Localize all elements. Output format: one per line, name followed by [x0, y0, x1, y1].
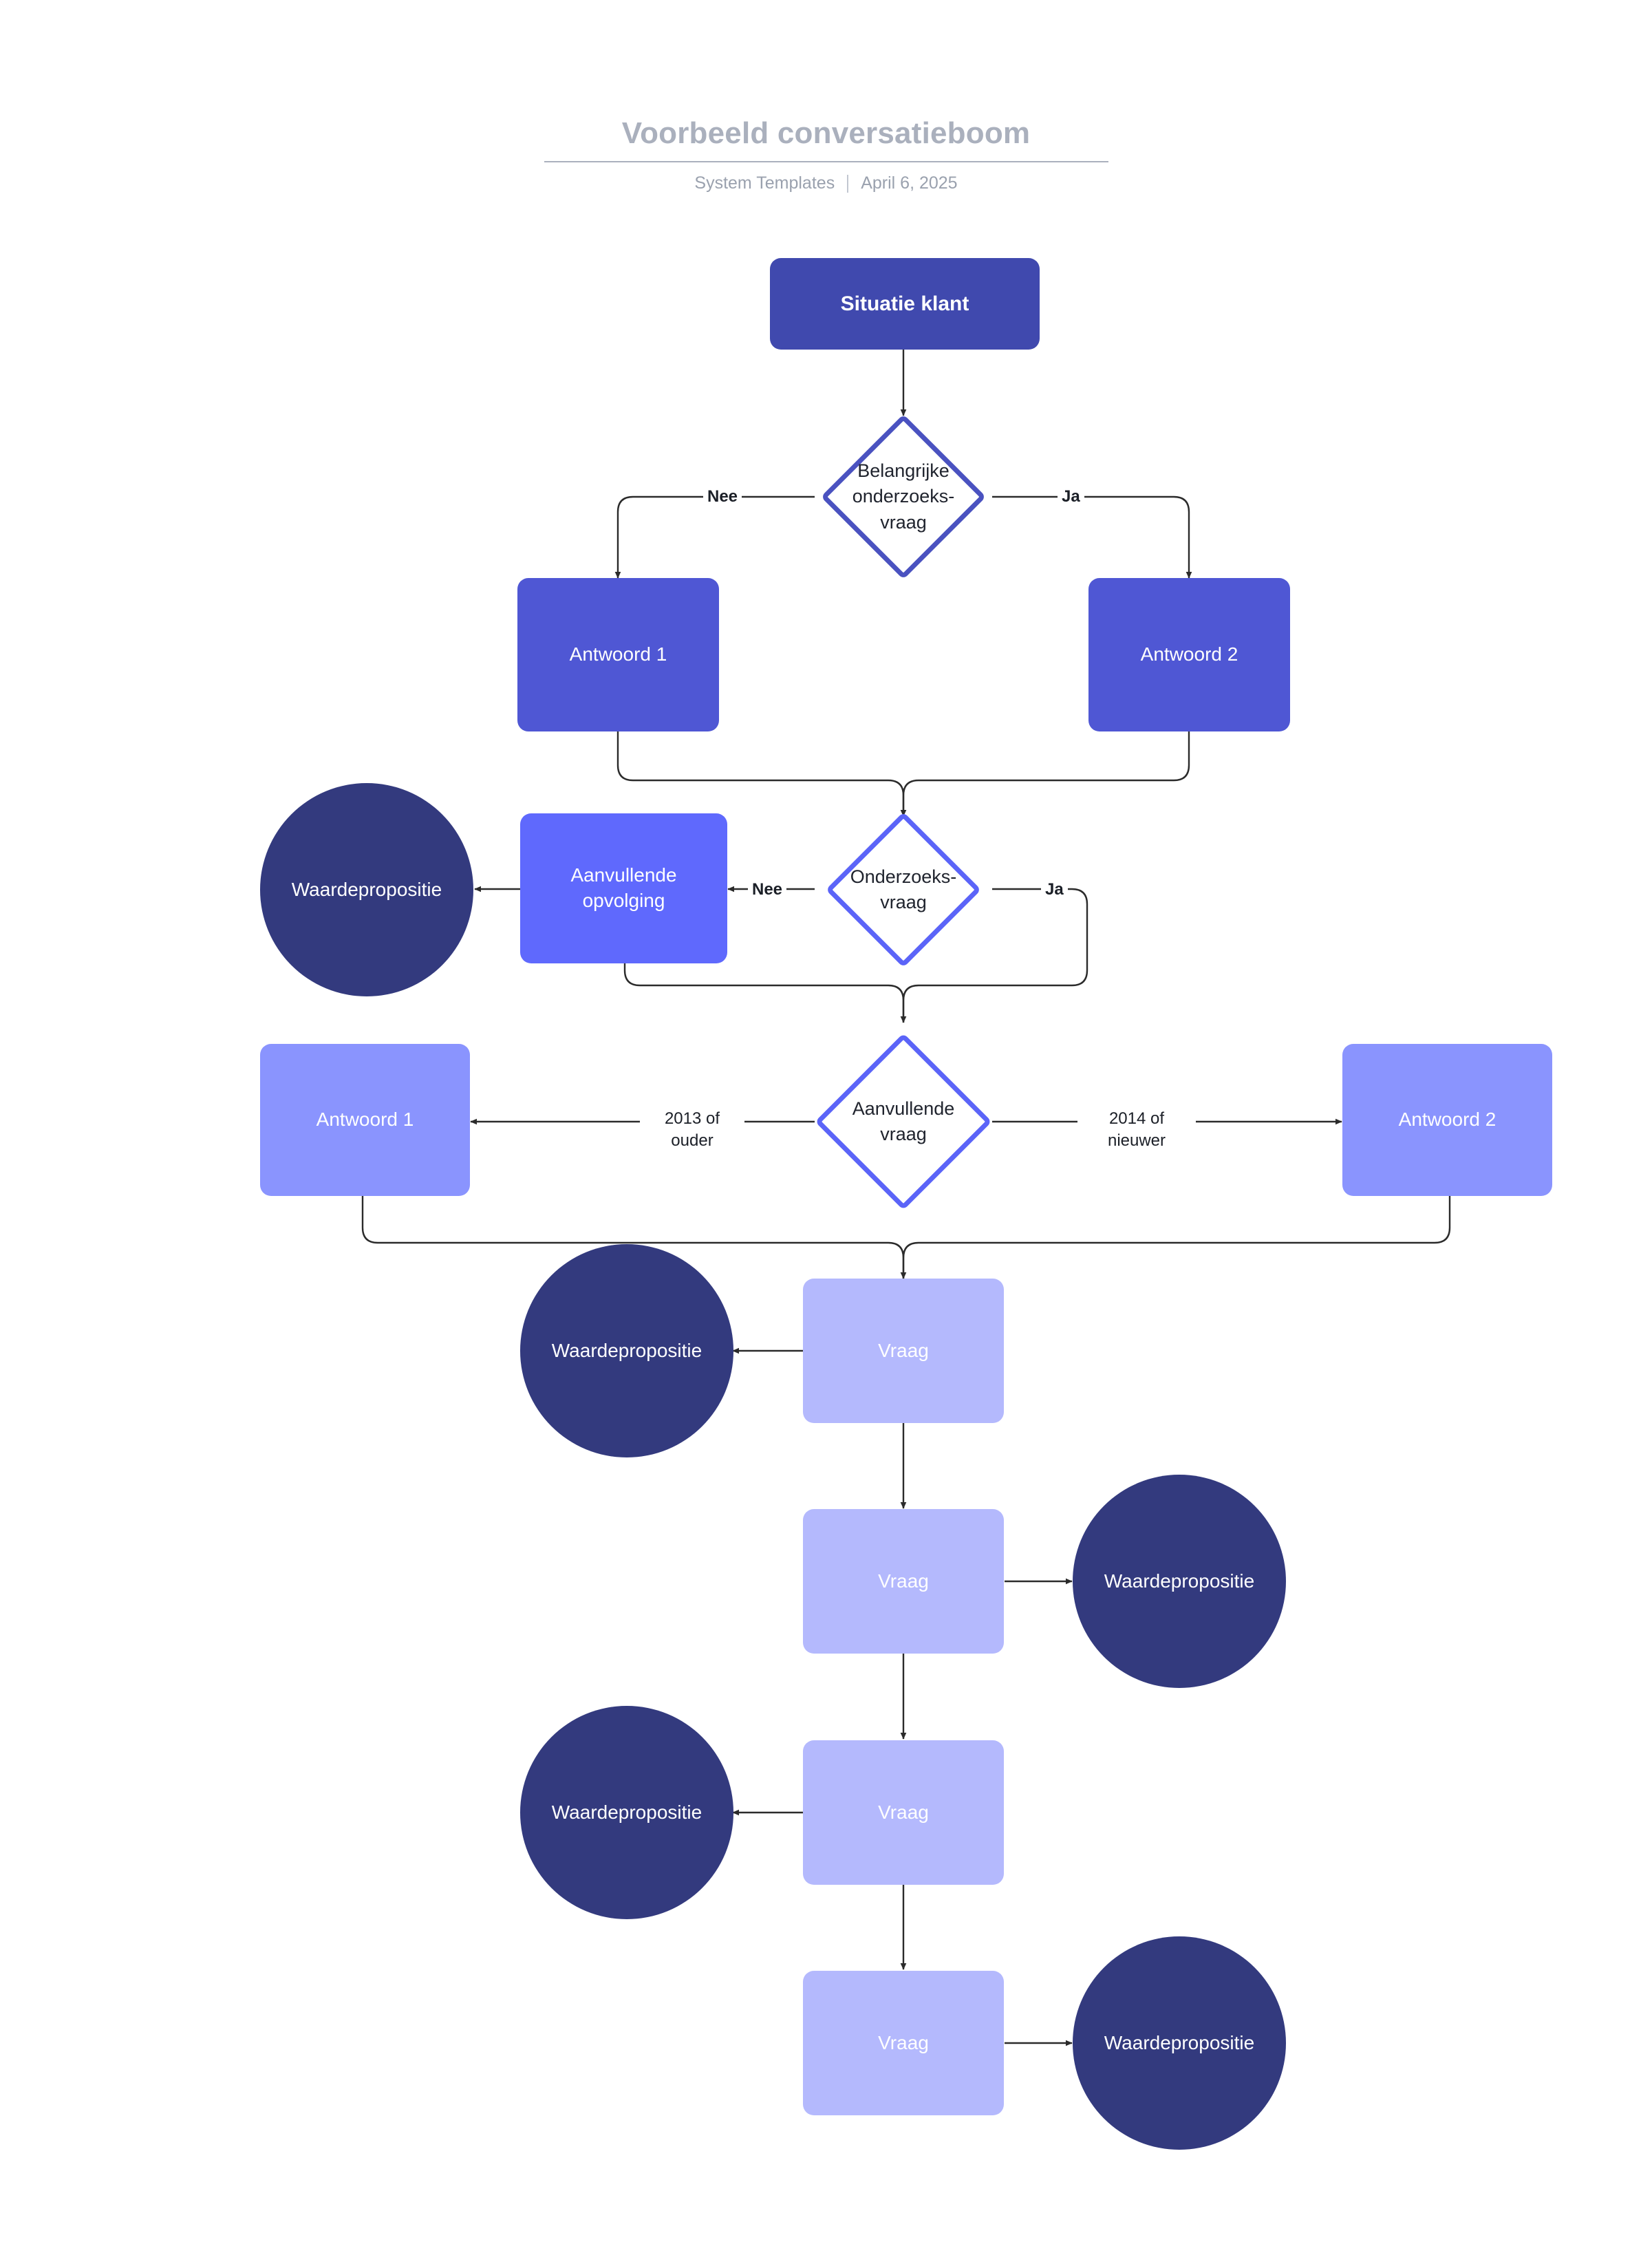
subtitle-date: April 6, 2025	[861, 173, 958, 193]
node-antwoord-2-level2[interactable]: Antwoord 2	[1088, 578, 1290, 731]
node-waardepropositie-5[interactable]: Waardepropositie	[1073, 1936, 1286, 2150]
node-label: Onderzoeks- vraag	[850, 866, 957, 912]
subtitle-source: System Templates	[694, 173, 835, 193]
edge-label-decision2-nee: Nee	[748, 877, 787, 903]
node-vraag-2[interactable]: Vraag	[803, 1509, 1004, 1654]
node-label: Antwoord 2	[1398, 1109, 1497, 1131]
page-title: Voorbeeld conversatieboom	[621, 116, 1031, 150]
node-label: Antwoord 2	[1140, 643, 1238, 665]
node-label: Waardepropositie	[1104, 1570, 1255, 1592]
node-root-situatie-klant[interactable]: Situatie klant	[770, 258, 1040, 350]
node-label: Waardepropositie	[551, 1801, 702, 1823]
node-label: Situatie klant	[840, 292, 969, 315]
node-antwoord-2-level4[interactable]: Antwoord 2	[1342, 1044, 1552, 1196]
node-label: Waardepropositie	[291, 878, 442, 900]
edge-label-decision1-nee: Nee	[703, 484, 742, 510]
node-label: Antwoord 1	[316, 1109, 414, 1131]
node-decision-aanvullende-vraag[interactable]: Aanvullende vraag	[815, 1022, 992, 1221]
node-label: Aanvullende opvolging	[570, 864, 677, 911]
edge-label-decision2-ja: Ja	[1041, 877, 1068, 903]
node-label: Antwoord 1	[569, 643, 667, 665]
subtitle-separator	[847, 174, 849, 193]
document-subtitle: System Templates April 6, 2025	[0, 173, 1652, 193]
node-decision-belangrijke-onderzoeksvraag[interactable]: Belangrijke onderzoeks- vraag	[815, 414, 992, 580]
edge-label-decision3-right: 2014 of nieuwer	[1077, 1107, 1196, 1154]
node-label: Vraag	[878, 1570, 929, 1592]
node-vraag-4[interactable]: Vraag	[803, 1971, 1004, 2115]
node-decision-onderzoeksvraag[interactable]: Onderzoeks- vraag	[815, 811, 992, 968]
node-waardepropositie-4[interactable]: Waardepropositie	[520, 1706, 733, 1919]
document-header: Voorbeeld conversatieboom System Templat…	[0, 116, 1652, 193]
node-aanvullende-opvolging[interactable]: Aanvullende opvolging	[520, 813, 727, 963]
node-label: Vraag	[878, 1801, 929, 1823]
node-label: Waardepropositie	[551, 1339, 702, 1361]
node-vraag-1[interactable]: Vraag	[803, 1279, 1004, 1423]
node-antwoord-1-level2[interactable]: Antwoord 1	[517, 578, 719, 731]
node-label: Vraag	[878, 1339, 929, 1361]
node-label: Waardepropositie	[1104, 2031, 1255, 2053]
node-label: Aanvullende vraag	[852, 1098, 955, 1144]
edge-label-decision1-ja: Ja	[1058, 484, 1084, 510]
title-divider	[544, 161, 1108, 163]
node-vraag-3[interactable]: Vraag	[803, 1740, 1004, 1885]
node-waardepropositie-1[interactable]: Waardepropositie	[260, 783, 473, 996]
node-waardepropositie-2[interactable]: Waardepropositie	[520, 1244, 733, 1457]
node-label: Belangrijke onderzoeks- vraag	[852, 460, 955, 533]
edge-label-decision3-left: 2013 of ouder	[640, 1107, 744, 1154]
node-label: Vraag	[878, 2031, 929, 2053]
node-antwoord-1-level4[interactable]: Antwoord 1	[260, 1044, 470, 1196]
node-waardepropositie-3[interactable]: Waardepropositie	[1073, 1475, 1286, 1688]
